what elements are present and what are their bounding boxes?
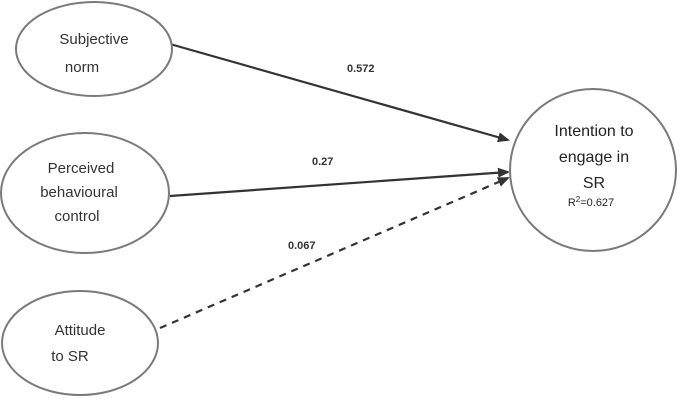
r2-prefix: R [568, 197, 576, 209]
node-subjective-norm-label-1: Subjective [59, 31, 128, 48]
r2-value: =0.627 [580, 197, 614, 209]
node-subjective-norm: Subjective norm [15, 1, 173, 97]
node-intention-label-2: engage in [559, 149, 629, 166]
arrow-attitude-to-sr [159, 176, 510, 330]
node-perceived-behavioural-control-ellipse [0, 132, 170, 254]
coef-subjective-norm: 0.572 [347, 63, 375, 75]
coef-attitude-to-sr: 0.067 [288, 240, 316, 252]
node-attitude-label-2: to SR [51, 348, 89, 365]
node-intention: Intention to engage in SR R2=0.627 [509, 88, 677, 252]
node-subjective-norm-ellipse [15, 1, 173, 97]
node-pbc-label-3: control [54, 208, 99, 225]
node-attitude-to-sr-ellipse [1, 290, 159, 396]
node-intention-label-1: Intention to [554, 123, 633, 140]
node-attitude-label-1: Attitude [55, 322, 106, 339]
node-intention-r2: R2=0.627 [568, 195, 614, 209]
node-intention-label-3: SR [583, 175, 605, 192]
r2-superscript: 2 [576, 195, 581, 204]
node-intention-ellipse [509, 88, 677, 252]
coef-perceived-behavioural-control: 0.27 [312, 156, 333, 168]
node-pbc-label-1: Perceived [48, 160, 115, 177]
node-perceived-behavioural-control: Perceived behavioural control [0, 132, 170, 254]
arrow-perceived-behavioural-control [169, 167, 510, 198]
node-pbc-label-2: behavioural [40, 184, 118, 201]
node-subjective-norm-label-2: norm [65, 59, 99, 76]
arrow-subjective-norm [169, 42, 510, 143]
node-attitude-to-sr: Attitude to SR [1, 290, 159, 396]
